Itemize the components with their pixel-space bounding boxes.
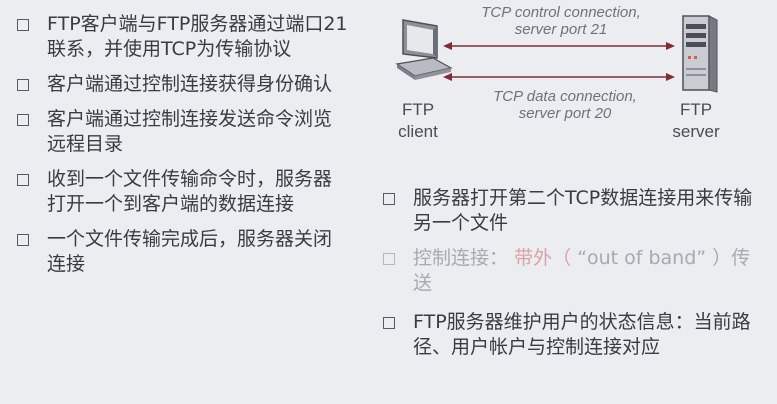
bullet-square-icon	[383, 253, 395, 265]
bullet-text: 收到一个文件传输命令时，服务器打开一个到客户端的数据连接	[47, 168, 333, 215]
out-of-band-quote: “out of band”	[577, 247, 707, 269]
control-caption-line1: TCP control connection,	[481, 4, 641, 21]
bullet-item: 服务器打开第二个TCP数据连接用来传输另一个文件	[380, 186, 772, 236]
bullet-square-icon	[17, 114, 29, 126]
server-label: FTP server	[661, 99, 731, 143]
bullet-text: FTP客户端与FTP服务器通过端口21联系，并使用TCP为传输协议	[47, 13, 348, 60]
bullet-item: 客户端通过控制连接发送命令浏览远程目录	[14, 107, 364, 157]
bullet-text: 客户端通过控制连接获得身份确认	[47, 73, 333, 95]
server-tower-icon	[682, 15, 718, 93]
bullet-text: 控制连接： 带外（ “out of band” ）传送	[413, 246, 765, 296]
bullet-text: 服务器打开第二个TCP数据连接用来传输另一个文件	[413, 187, 753, 234]
out-of-band-prefix: 控制连接：	[413, 247, 509, 269]
server-label-line1: FTP	[679, 100, 713, 119]
control-caption-line2: server port 21	[514, 21, 608, 38]
bullet-text: 一个文件传输完成后，服务器关闭连接	[47, 228, 333, 275]
out-of-band-suffix: ）传送	[413, 247, 751, 294]
bullet-square-icon	[383, 317, 395, 329]
bullet-item: 收到一个文件传输命令时，服务器打开一个到客户端的数据连接	[14, 167, 364, 217]
bullet-square-icon	[17, 234, 29, 246]
bullet-item: 一个文件传输完成后，服务器关闭连接	[14, 227, 364, 277]
client-label: FTP client	[389, 99, 447, 143]
bullet-square-icon	[17, 174, 29, 186]
bullet-item-faded: 控制连接： 带外（ “out of band” ）传送	[380, 246, 772, 296]
bullet-text: FTP服务器维护用户的状态信息：当前路径、用户帐户与控制连接对应	[413, 311, 751, 358]
server-label-line2: server	[672, 122, 720, 141]
bullet-item: FTP服务器维护用户的状态信息：当前路径、用户帐户与控制连接对应	[380, 310, 772, 360]
bullet-item: 客户端通过控制连接获得身份确认	[14, 72, 364, 97]
data-caption-line1: TCP data connection,	[493, 88, 637, 105]
right-bullet-list: 服务器打开第二个TCP数据连接用来传输另一个文件 控制连接： 带外（ “out …	[380, 186, 772, 360]
data-connection-arrow	[443, 73, 675, 81]
control-connection-caption: TCP control connection, server port 21	[445, 4, 677, 38]
data-connection-caption: TCP data connection, server port 20	[449, 88, 681, 122]
client-computer-icon	[395, 19, 453, 80]
bullet-square-icon	[17, 19, 29, 31]
left-bullet-list: FTP客户端与FTP服务器通过端口21联系，并使用TCP为传输协议 客户端通过控…	[14, 12, 364, 277]
bullet-square-icon	[383, 193, 395, 205]
bullet-square-icon	[17, 79, 29, 91]
out-of-band-label: 带外（	[514, 247, 572, 269]
client-label-line2: client	[398, 122, 438, 141]
ftp-connection-diagram: TCP control connection, server port 21 T…	[385, 0, 777, 180]
control-connection-arrow	[443, 42, 675, 50]
bullet-text: 客户端通过控制连接发送命令浏览远程目录	[47, 108, 333, 155]
data-caption-line2: server port 20	[518, 105, 612, 122]
client-label-line1: FTP	[401, 100, 435, 119]
bullet-item: FTP客户端与FTP服务器通过端口21联系，并使用TCP为传输协议	[14, 12, 364, 62]
